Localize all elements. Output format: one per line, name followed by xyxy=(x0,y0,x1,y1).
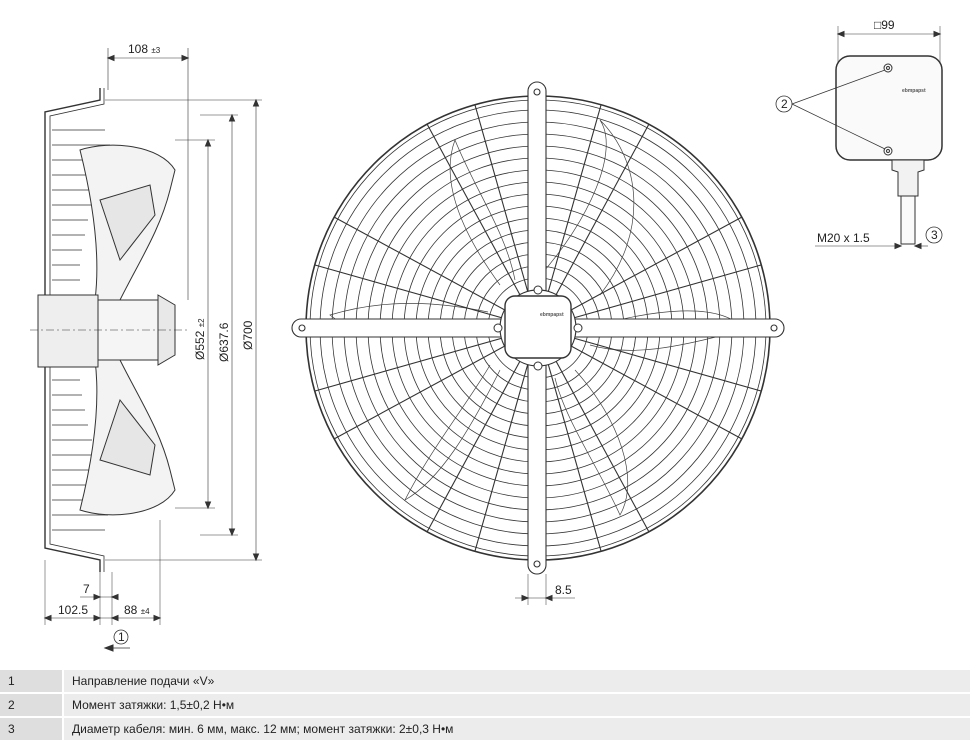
legend-number: 2 xyxy=(0,694,62,716)
legend-number: 1 xyxy=(0,670,62,692)
dim-m20: M20 x 1.5 xyxy=(817,231,870,245)
legend-row: 1 Направление подачи «V» xyxy=(0,670,970,692)
dim-d552: Ø552 ±2 xyxy=(193,318,207,360)
dim-108: 108 ±3 xyxy=(128,42,161,56)
front-terminal-box xyxy=(504,295,572,359)
callout-2-circle xyxy=(775,95,793,113)
side-motor xyxy=(37,294,99,368)
callout-3-label: 3 xyxy=(931,228,938,242)
dim-box-99: □99 xyxy=(874,18,895,32)
dim-8-5: 8.5 xyxy=(555,583,572,597)
dim-88: 88 ±4 xyxy=(124,603,150,617)
dim-102-5: 102.5 xyxy=(58,603,88,617)
legend-text: Момент затяжки: 1,5±0,2 Н•м xyxy=(64,694,970,716)
callout-3-circle xyxy=(925,226,943,244)
flow-arrow-icon xyxy=(103,644,114,652)
legend-text: Направление подачи «V» xyxy=(64,670,970,692)
cable-gland xyxy=(891,159,925,197)
callout-2-label: 2 xyxy=(781,97,788,111)
legend-row: 2 Момент затяжки: 1,5±0,2 Н•м xyxy=(0,694,970,716)
dim-7: 7 xyxy=(83,582,90,596)
dim-d700: Ø700 xyxy=(241,320,255,350)
dim-d637: Ø637.6 xyxy=(217,322,231,362)
callout-1-label: 1 xyxy=(118,630,125,644)
callout-1-circle xyxy=(113,629,129,645)
legend-number: 3 xyxy=(0,718,62,740)
legend-row: 3 Диаметр кабеля: мин. 6 мм, макс. 12 мм… xyxy=(0,718,970,740)
front-box-logo: ebmpapst xyxy=(540,312,564,318)
technical-drawing: 108 ±3 Ø552 ±2 Ø637.6 Ø700 7 102.5 88 ±4… xyxy=(30,18,943,652)
terminal-box xyxy=(835,55,943,161)
front-view xyxy=(291,81,785,605)
side-view xyxy=(30,48,262,652)
box-logo: ebmpapst xyxy=(902,88,926,94)
legend-table: 1 Направление подачи «V» 2 Момент затяжк… xyxy=(0,670,970,742)
legend-text: Диаметр кабеля: мин. 6 мм, макс. 12 мм; … xyxy=(64,718,970,740)
terminal-box-detail xyxy=(775,26,943,250)
